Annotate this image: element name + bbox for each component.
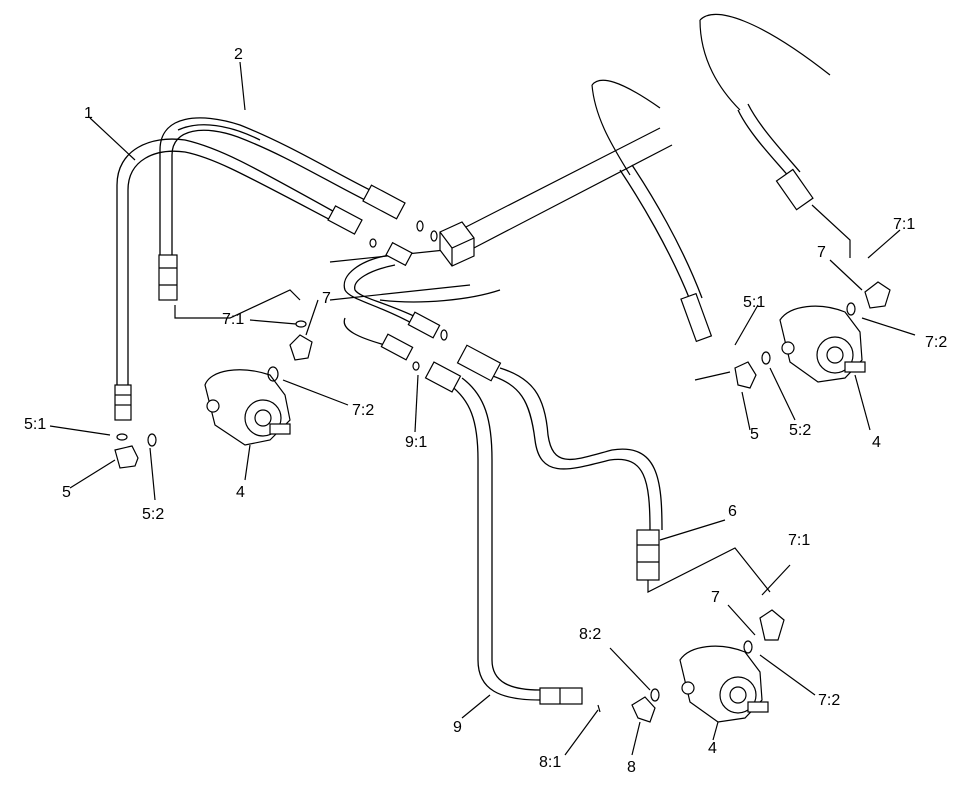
callout-5-1-right: 5:1 <box>743 294 766 311</box>
callout-8-2: 8:2 <box>579 626 602 643</box>
frame-outline <box>591 13 831 176</box>
routing-lines <box>174 204 851 713</box>
hose-9 <box>424 361 583 705</box>
callout-2: 2 <box>234 46 243 63</box>
leader-lines <box>49 61 916 756</box>
motor-bottom <box>679 645 769 723</box>
callout-4-right: 4 <box>872 434 881 451</box>
o-rings <box>116 220 856 702</box>
callout-7-1-left: 7:1 <box>222 311 245 328</box>
callout-5-2-right: 5:2 <box>789 422 812 439</box>
tee-block <box>439 221 475 267</box>
hose-2 <box>158 117 406 301</box>
callout-4-left: 4 <box>236 484 245 501</box>
callout-7-bottom: 7 <box>711 589 720 606</box>
callout-7-1-right: 7:1 <box>893 216 916 233</box>
cross-tube <box>329 127 673 303</box>
hose-1 <box>114 138 363 421</box>
callout-1: 1 <box>84 105 93 122</box>
callout-7-2-bottom: 7:2 <box>818 692 841 709</box>
callout-7-1-bottom: 7:1 <box>788 532 811 549</box>
upper-right-hoses <box>619 103 814 343</box>
motor-right <box>779 305 866 383</box>
callout-5-1-left: 5:1 <box>24 416 47 433</box>
callout-8-1: 8:1 <box>539 754 562 771</box>
callout-5-left: 5 <box>62 484 71 501</box>
callout-8: 8 <box>627 759 636 776</box>
fitting-elbows <box>114 281 891 723</box>
callout-6: 6 <box>728 503 737 520</box>
hose-6 <box>456 344 663 581</box>
callout-7-2-left: 7:2 <box>352 402 375 419</box>
callout-7-left: 7 <box>322 290 331 307</box>
tube-hoses <box>343 241 441 361</box>
callout-7-right: 7 <box>817 244 826 261</box>
callout-5-right: 5 <box>750 426 759 443</box>
callout-5-2-left: 5:2 <box>142 506 165 523</box>
motor-left <box>204 369 291 446</box>
callout-4-bottom: 4 <box>708 740 717 757</box>
callout-9: 9 <box>453 719 462 736</box>
callout-7-2-right: 7:2 <box>925 334 948 351</box>
callout-9-1: 9:1 <box>405 434 428 451</box>
